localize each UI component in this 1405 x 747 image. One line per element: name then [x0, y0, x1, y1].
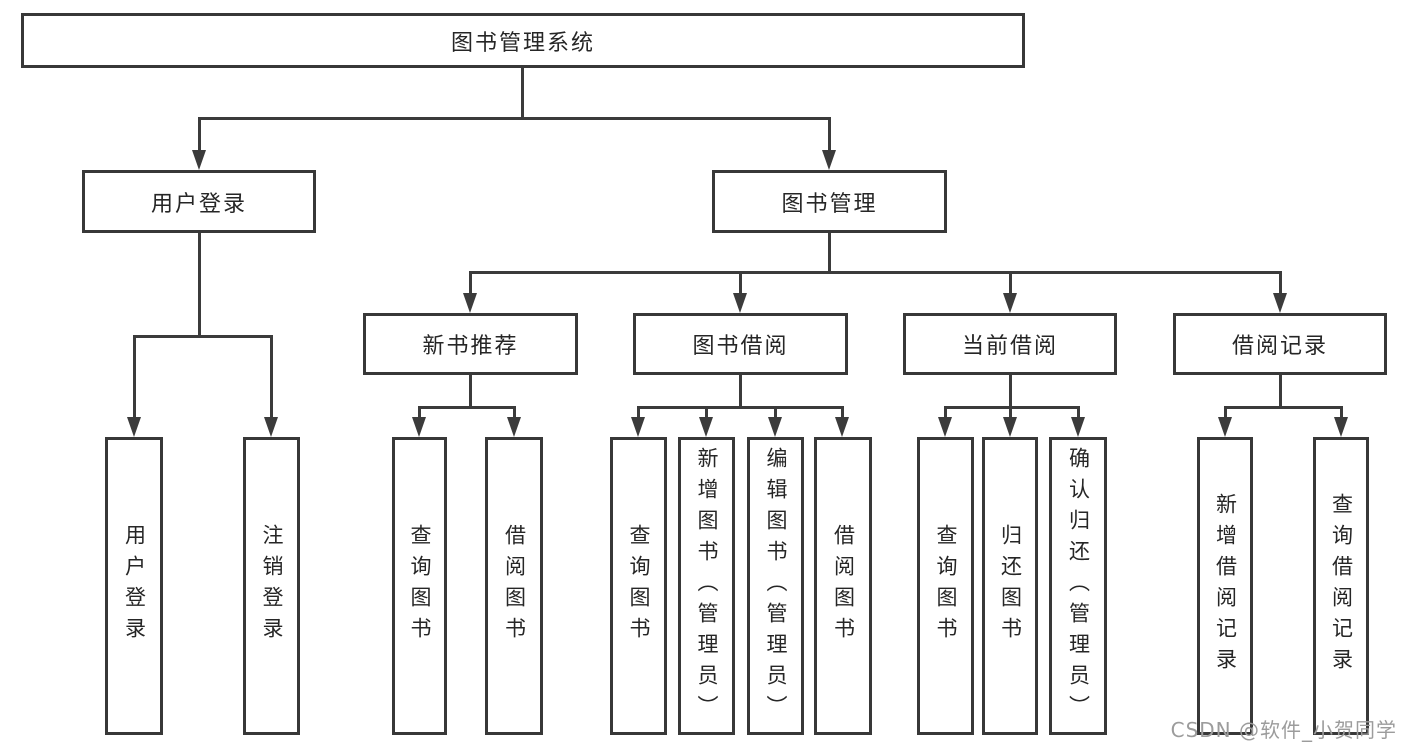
arrow-down-icon: [264, 417, 278, 437]
arrow-down-icon: [192, 150, 206, 170]
arrow-down-icon: [699, 417, 713, 437]
connector-line: [198, 117, 830, 120]
arrow-down-icon: [1071, 417, 1085, 437]
arrow-down-icon: [768, 417, 782, 437]
connector-line: [1009, 406, 1012, 419]
node-book-management: 图书管理: [712, 170, 947, 233]
connector-line: [521, 68, 524, 118]
connector-line: [469, 271, 1281, 274]
connector-line: [739, 375, 742, 408]
connector-line: [637, 406, 843, 409]
leaf-return-books: 归还图书: [982, 437, 1038, 735]
leaf-add-borrow-record: 新增借阅记录: [1197, 437, 1253, 735]
arrow-down-icon: [1003, 417, 1017, 437]
arrow-down-icon: [507, 417, 521, 437]
arrow-down-icon: [1218, 417, 1232, 437]
connector-line: [828, 117, 831, 151]
node-user-login: 用户登录: [82, 170, 316, 233]
connector-line: [705, 406, 708, 419]
leaf-query-borrow-record: 查询借阅记录: [1313, 437, 1369, 735]
connector-line: [469, 375, 472, 408]
connector-line: [133, 335, 273, 338]
connector-line: [841, 406, 844, 419]
arrow-down-icon: [835, 417, 849, 437]
node-new-book-recommend: 新书推荐: [363, 313, 578, 375]
node-book-borrowing: 图书借阅: [633, 313, 848, 375]
node-current-borrowing: 当前借阅: [903, 313, 1117, 375]
connector-line: [469, 271, 472, 295]
connector-line: [944, 406, 1079, 409]
leaf-query-books-2: 查询图书: [610, 437, 667, 735]
connector-line: [133, 335, 136, 419]
connector-line: [637, 406, 640, 419]
connector-line: [1009, 375, 1012, 408]
arrow-down-icon: [822, 150, 836, 170]
connector-line: [1340, 406, 1343, 419]
leaf-borrow-books-1: 借阅图书: [485, 437, 543, 735]
connector-line: [198, 117, 201, 151]
node-library-system: 图书管理系统: [21, 13, 1025, 68]
leaf-borrow-books-2: 借阅图书: [814, 437, 872, 735]
connector-line: [1279, 375, 1282, 408]
leaf-confirm-return-admin: 确认归还（管理员）: [1049, 437, 1107, 735]
connector-line: [739, 271, 742, 295]
node-borrowing-records: 借阅记录: [1173, 313, 1387, 375]
connector-line: [1224, 406, 1342, 409]
arrow-down-icon: [1334, 417, 1348, 437]
connector-line: [828, 233, 831, 273]
arrow-down-icon: [1003, 293, 1017, 313]
leaf-query-books-3: 查询图书: [917, 437, 974, 735]
arrow-down-icon: [1273, 293, 1287, 313]
connector-line: [418, 406, 421, 419]
connector-line: [513, 406, 516, 419]
connector-line: [1077, 406, 1080, 419]
arrow-down-icon: [733, 293, 747, 313]
leaf-logout: 注销登录: [243, 437, 300, 735]
connector-line: [944, 406, 947, 419]
connector-line: [1009, 271, 1012, 295]
leaf-query-books-1: 查询图书: [392, 437, 447, 735]
arrow-down-icon: [463, 293, 477, 313]
connector-line: [1279, 271, 1282, 295]
connector-line: [270, 335, 273, 419]
connector-line: [1224, 406, 1227, 419]
connector-line: [198, 233, 201, 337]
arrow-down-icon: [631, 417, 645, 437]
arrow-down-icon: [938, 417, 952, 437]
leaf-edit-books-admin: 编辑图书（管理员）: [747, 437, 804, 735]
arrow-down-icon: [412, 417, 426, 437]
csdn-watermark: CSDN @软件_小贺同学: [1170, 718, 1397, 742]
leaf-add-books-admin: 新增图书（管理员）: [678, 437, 735, 735]
connector-line: [774, 406, 777, 419]
connector-line: [418, 406, 515, 409]
arrow-down-icon: [127, 417, 141, 437]
leaf-user-login: 用户登录: [105, 437, 163, 735]
